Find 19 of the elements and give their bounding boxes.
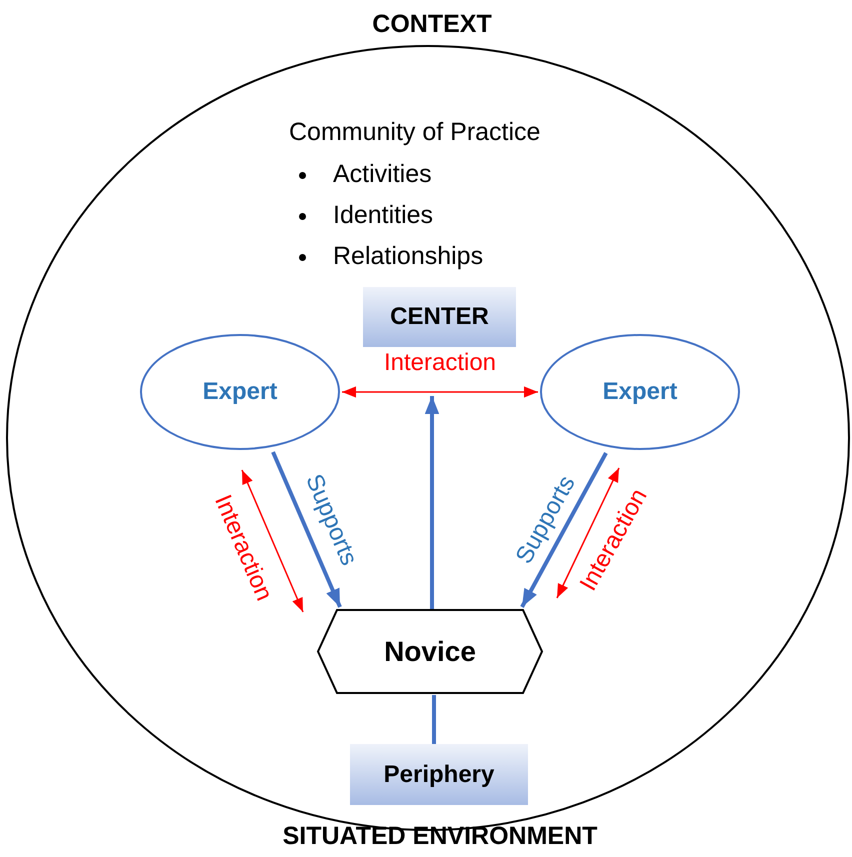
heading-text: Community of Practice	[289, 118, 540, 147]
arrow	[241, 470, 304, 612]
title: CONTEXT	[372, 10, 492, 39]
list-item: Relationships	[295, 242, 484, 271]
node-label: CENTER	[390, 303, 489, 331]
connector-line	[432, 695, 436, 744]
node-label: Novice	[384, 636, 476, 668]
node-label: Periphery	[384, 760, 494, 788]
list-item: Identities	[295, 201, 434, 230]
arrow	[342, 386, 538, 398]
arrow	[271, 451, 342, 608]
arrow	[424, 396, 440, 609]
list-item: Activities	[295, 160, 432, 189]
edge-label: Interaction	[384, 349, 496, 377]
caption: SITUATED ENVIRONMENT	[282, 822, 598, 851]
node-label: Expert	[602, 378, 678, 406]
node-label: Expert	[202, 378, 278, 406]
arrow	[520, 452, 608, 608]
arrow	[556, 468, 620, 598]
